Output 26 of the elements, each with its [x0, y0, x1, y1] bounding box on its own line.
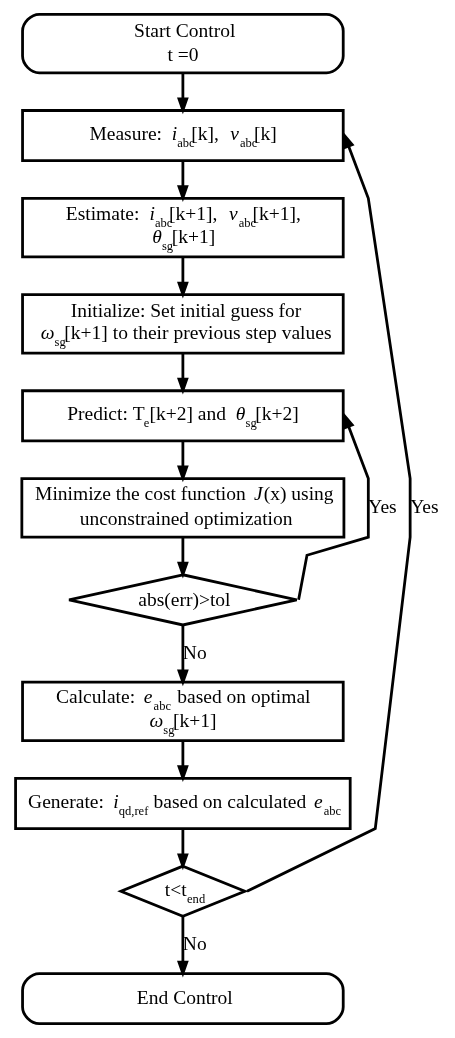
arrow [177, 257, 189, 299]
node-box: Measure: i$_{abc}$[k], v$_{abc}$[k] [21, 109, 345, 163]
node-box: Generate: i$_{qd,ref}$ based on calculated e$_{abc}$ [14, 776, 352, 830]
node-box: End Control [21, 972, 345, 1026]
arrow [177, 828, 189, 871]
arrow [177, 537, 189, 579]
node-box: Minimize the cost function J(x) using unconstrained optimization [20, 477, 346, 539]
node-box: Initialize: Set initial guess for ω$_{sg}$[k+1] to their previous step values [21, 293, 345, 355]
arrow [297, 411, 370, 601]
arrow [177, 625, 189, 687]
arrow [246, 131, 412, 893]
edge-label: No [182, 933, 207, 955]
arrow [177, 441, 189, 483]
node-box: Calculate: e$_{abc}$ based on optimal ω$_{sg}$[k+1] [21, 680, 345, 743]
edge-label: Yes [410, 496, 439, 517]
node-box: Start Control t =0 [21, 12, 345, 75]
edge-label: No [182, 641, 207, 663]
node-box: Estimate: i$_{abc}$[k+1], v$_{abc}$[k+1], θ$_{sg}$[k+1] [21, 196, 345, 259]
node-diamond: t<t$_{end}$ [117, 864, 249, 918]
arrow [177, 353, 189, 395]
arrow [177, 73, 189, 115]
arrow [177, 160, 189, 203]
node-diamond: abs(err)>tol [67, 573, 299, 627]
arrow [177, 916, 189, 978]
arrow [177, 741, 189, 783]
node-box: Predict: T$_{e}$[k+2] and θ$_{sg}$[k+2] [21, 389, 345, 443]
